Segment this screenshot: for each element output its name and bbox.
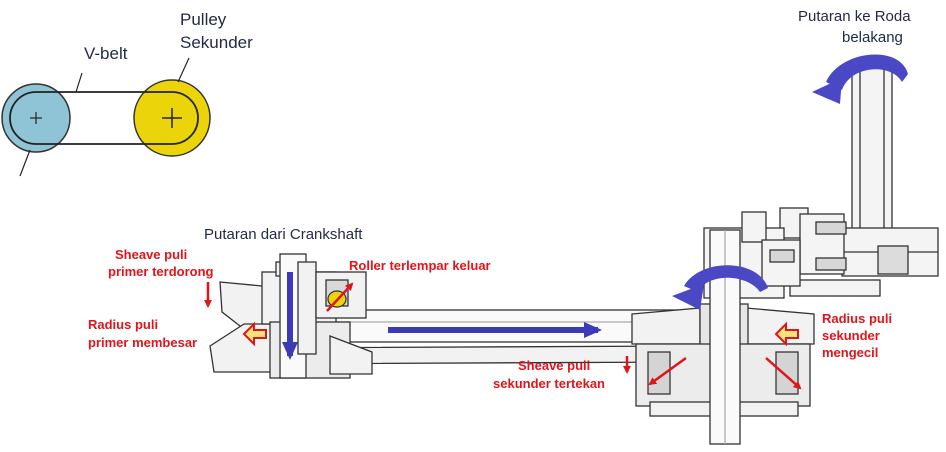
v-belt-label: V-belt [84,44,128,63]
sheave-sekunder-label-line1: Sheave puli [518,358,591,373]
radius-primer-label-line1: Radius puli [88,317,159,332]
wheel-label-line1: Putaran ke Roda [798,8,911,25]
roller-label: Roller terlempar keluar [349,258,491,273]
sheave-primer-label-line2: primer terdorong [108,264,214,279]
radius-sekunder-label-line3: mengecil [822,345,879,360]
push-arrow-primary [242,321,267,347]
rotation-arrow-wheel [812,54,908,104]
push-arrow-secondary [774,321,799,347]
wheel-label-line2: belakang [842,29,903,46]
rotation-arrow-secondary [672,265,768,310]
crankshaft-label: Putaran dari Crankshaft [204,226,363,243]
radius-sekunder-label-line2: sekunder [822,328,880,343]
pulley-label-line1: Pulley [180,10,227,29]
pulley-label-line2: Sekunder [180,33,253,52]
sheave-primer-label-line1: Sheave puli [115,247,188,262]
v-belt-loop [9,91,199,145]
sheave-sekunder-label-line2: sekunder tertekan [493,376,605,391]
radius-primer-label-line2: primer membesar [88,335,198,350]
annotation-arrows [204,282,802,390]
belt-schematic [1,57,211,177]
radius-sekunder-label-line1: Radius puli [822,311,893,326]
